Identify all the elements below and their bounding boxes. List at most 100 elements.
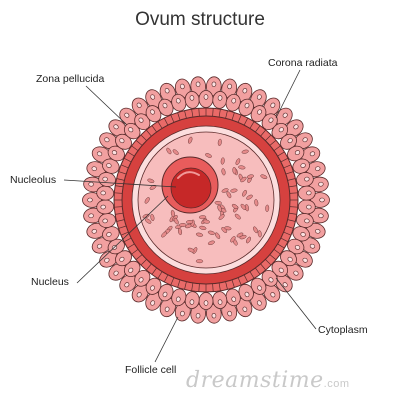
follicle-cell-nucleus [96, 151, 103, 157]
follicle-cell [159, 297, 176, 318]
follicle-cell-nucleus [315, 229, 321, 234]
follicle-cell-nucleus [293, 124, 299, 130]
follicle-cell [91, 146, 111, 163]
follicle-cell-nucleus [293, 270, 299, 276]
follicle-cell-nucleus [136, 292, 142, 298]
cytoplasm-granule [161, 231, 167, 238]
cytoplasm-granule [172, 149, 179, 155]
follicle-cell-nucleus [242, 306, 248, 312]
cytoplasm-granule [220, 157, 225, 165]
cell-division-line [120, 164, 129, 169]
follicle-cell-nucleus [100, 190, 106, 196]
follicle-cell-nucleus [104, 137, 110, 143]
cell-division-line [225, 110, 228, 119]
follicle-cell [294, 250, 313, 268]
cytoplasm-granule [199, 215, 207, 220]
follicle-cell [250, 89, 267, 109]
follicle-cell-nucleus [91, 166, 97, 171]
follicle-cell-nucleus [242, 88, 248, 94]
follicle-cell [91, 237, 111, 254]
cell-division-line [151, 125, 157, 133]
cell-division-line [118, 171, 127, 175]
cytoplasm-granule [230, 236, 236, 243]
follicle-cell-nucleus [203, 94, 209, 100]
follicle-cell [99, 250, 118, 268]
follicle-cell-nucleus [257, 109, 262, 115]
cytoplasm-granule [207, 230, 215, 235]
follicle-cell [115, 133, 132, 150]
cytoplasm-granule [215, 232, 221, 239]
follicle-cell-nucleus [282, 112, 288, 118]
follicle-cell [83, 207, 103, 224]
cell-division-line [212, 283, 214, 292]
cell-division-line [287, 178, 296, 181]
cell-division-line [184, 110, 187, 119]
follicle-cell-nucleus [104, 257, 110, 263]
follicle-cell-nucleus [287, 256, 293, 262]
follicle-cell [301, 146, 321, 163]
follicle-cell [131, 283, 149, 303]
leader-nucleolus [63, 179, 177, 188]
follicle-cell [287, 145, 305, 162]
follicle-cell [82, 192, 102, 208]
follicle-cell-nucleus [268, 117, 274, 123]
follicle-cell [145, 89, 162, 109]
follicle-cell [86, 222, 106, 239]
cytoplasm-granule [234, 213, 241, 220]
cell-division-line [273, 249, 281, 255]
follicle-cell [145, 277, 162, 295]
follicle-cell-nucleus [164, 88, 170, 94]
follicle-cell [297, 185, 316, 201]
cell-division-line [116, 219, 125, 222]
follicle-cell [119, 274, 138, 293]
cell-division-line [283, 231, 292, 236]
cell-division-line [115, 212, 124, 215]
follicle-cell [131, 97, 149, 117]
cytoplasm-granule [226, 191, 232, 199]
cell-division-line [260, 263, 266, 271]
follicle-cell-nucleus [87, 197, 93, 203]
cell-division-line [157, 271, 163, 279]
follicle-cell-nucleus [302, 137, 308, 143]
cell-division-line [131, 249, 139, 255]
follicle-cell [96, 199, 115, 215]
follicle-cell-nucleus [119, 256, 125, 262]
follicle-cell-nucleus [138, 277, 144, 283]
follicle-cell-nucleus [268, 277, 274, 283]
cytoplasm-granule [260, 174, 268, 179]
diagram-title: Ovum structure [135, 9, 265, 30]
follicle-cell-nucleus [138, 117, 144, 123]
cell-division-line [212, 108, 214, 117]
follicle-cell-nucleus [124, 282, 130, 288]
cell-division-line [177, 279, 181, 288]
cell-division-line [277, 243, 285, 249]
cytoplasm-granule [217, 204, 222, 212]
cell-division-line [249, 121, 255, 129]
follicle-cell-nucleus [96, 243, 103, 249]
cell-division-line [114, 206, 123, 208]
follicle-cell-nucleus [189, 299, 195, 305]
follicle-cell [309, 176, 329, 193]
label-corona-radiata: Corona radiata [268, 57, 338, 69]
cytoplasm-granule [235, 158, 241, 166]
cell-division-line [118, 225, 127, 229]
follicle-cell [205, 76, 222, 97]
cell-division-line [289, 192, 298, 194]
leader-zona-pellucida [85, 85, 127, 125]
follicle-cell-nucleus [306, 190, 312, 196]
cytoplasm-granule [253, 226, 258, 234]
follicle-cell-nucleus [91, 229, 97, 234]
cell-division-line [170, 114, 175, 123]
follicle-cell-nucleus [88, 213, 94, 219]
follicle-cell [306, 161, 326, 178]
cytoplasm-granule [217, 138, 222, 146]
cytoplasm-granule [147, 178, 155, 183]
follicle-cell-nucleus [106, 163, 112, 168]
cytoplasm-granule [230, 188, 238, 193]
cell-division-line [184, 281, 187, 290]
cell-division-line [231, 279, 235, 288]
follicle-cell [171, 93, 187, 112]
follicle-cell [205, 303, 222, 324]
follicle-cell [301, 237, 321, 254]
